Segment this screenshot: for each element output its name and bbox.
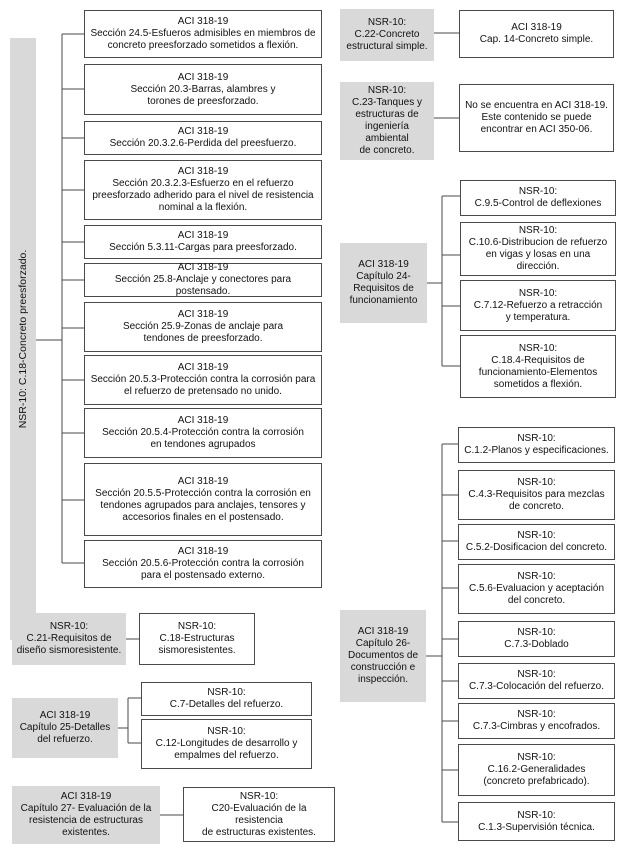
- ch26-target-box: NSR-10: C.16.2-Generalidades (concreto p…: [458, 744, 615, 796]
- ch26-target-box: NSR-10: C.1.3-Supervisión técnica.: [458, 802, 615, 841]
- c18-ref-box: ACI 318-19 Sección 25.9-Zonas de anclaje…: [84, 302, 322, 352]
- c22-source-box: NSR-10: C.22-Concreto estructural simple…: [340, 9, 434, 61]
- c18-ref-box: ACI 318-19 Sección 20.3.2.3-Esfuerzo en …: [84, 160, 322, 220]
- c21-target-box: NSR-10: C.18-Estructuras sismoresistente…: [139, 613, 255, 665]
- ch25-target-box: NSR-10: C.7-Detalles del refuerzo.: [141, 682, 312, 716]
- ch24-target-box: NSR-10: C.18.4-Requisitos de funcionamie…: [460, 335, 616, 398]
- c18-ref-box: ACI 318-19 Sección 20.5.3-Protección con…: [84, 355, 322, 405]
- ch27-source-box: ACI 318-19 Capítulo 27- Evaluación de la…: [12, 786, 160, 844]
- ch26-target-box: NSR-10: C.7.3-Doblado: [458, 621, 615, 657]
- ch25-source-box: ACI 318-19 Capítulo 25-Detalles del refu…: [12, 698, 118, 758]
- ch26-target-box: NSR-10: C.5.2-Dosificacion del concreto.: [458, 524, 615, 560]
- c18-ref-box: ACI 318-19 Sección 25.8-Anclaje y conect…: [84, 262, 322, 297]
- ch27-target-box: NSR-10: C20-Evaluación de la resistencia…: [183, 787, 335, 842]
- ch24-target-box: NSR-10: C.10.6-Distribucion de refuerzo …: [460, 222, 616, 276]
- c21-source-box: NSR-10: C.21-Requisitos de diseño sismor…: [12, 613, 126, 665]
- ch26-target-box: NSR-10: C.1.2-Planos y especificaciones.: [458, 427, 615, 463]
- c22-target-box: ACI 318-19 Cap. 14-Concreto simple.: [459, 10, 614, 58]
- ch26-target-box: NSR-10: C.7.3-Colocación del refuerzo.: [458, 663, 615, 699]
- ch24-target-box: NSR-10: C.9.5-Control de deflexiones: [460, 180, 616, 216]
- ch25-target-box: NSR-10: C.12-Longitudes de desarrollo y …: [141, 719, 312, 769]
- ch26-source-box: ACI 318-19 Capítulo 26- Documentos de co…: [340, 610, 426, 702]
- c18-ref-box: ACI 318-19 Sección 20.3.2.6-Perdida del …: [84, 121, 322, 155]
- c18-ref-box: ACI 318-19 Sección 20.5.5-Protección con…: [84, 463, 322, 536]
- c18-ref-box: ACI 318-19 Sección 20.5.4-Protección con…: [84, 408, 322, 458]
- ch24-target-box: NSR-10: C.7.12-Refuerzo a retracción y t…: [460, 280, 616, 331]
- c18-ref-box: ACI 318-19 Sección 5.3.11-Cargas para pr…: [84, 225, 322, 259]
- c18-ref-box: ACI 318-19 Sección 20.5.6-Protección con…: [84, 540, 322, 588]
- c23-target-box: No se encuentra en ACI 318-19. Este cont…: [459, 84, 614, 152]
- ch26-target-box: NSR-10: C.7.3-Cimbras y encofrados.: [458, 703, 615, 739]
- c18-vertical-text: NSR-10: C.18-Concreto preesforzado.: [17, 249, 29, 429]
- ch26-target-box: NSR-10: C.4.3-Requisitos para mezclas de…: [458, 470, 615, 520]
- c23-source-box: NSR-10: C.23-Tanques y estructuras de in…: [340, 82, 434, 160]
- ch26-target-box: NSR-10: C.5.6-Evaluacion y aceptación de…: [458, 564, 615, 614]
- c18-ref-box: ACI 318-19 Sección 20.3-Barras, alambres…: [84, 64, 322, 115]
- c18-ref-box: ACI 318-19 Sección 24.5-Esfueros admisib…: [84, 10, 322, 58]
- ch24-source-box: ACI 318-19 Capítulo 24- Requisitos de fu…: [340, 243, 427, 323]
- c18-vertical-label: NSR-10: C.18-Concreto preesforzado.: [10, 38, 36, 640]
